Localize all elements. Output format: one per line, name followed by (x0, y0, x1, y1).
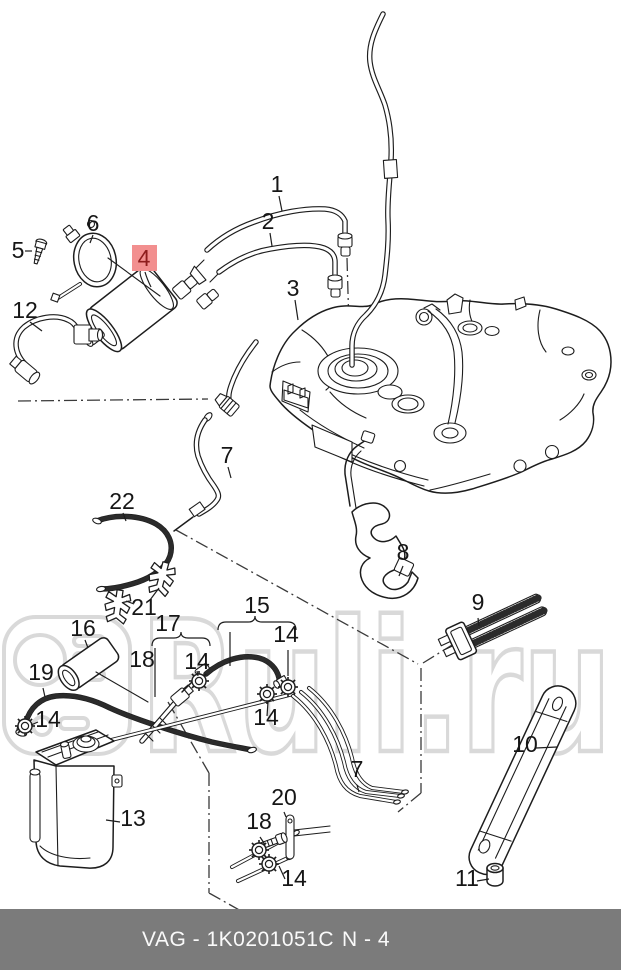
part-label-18a: 18 (129, 646, 155, 672)
page-number: N - 4 (342, 927, 391, 951)
part-label-20: 20 (271, 784, 297, 810)
part-label-3: 3 (287, 275, 300, 301)
retaining-clip-21-icon (101, 587, 133, 626)
part-label-16: 16 (70, 615, 96, 641)
strap-10 (468, 685, 577, 876)
part-label-7a: 7 (221, 442, 234, 468)
fuel-pipe-2 (216, 242, 343, 298)
callouts: 1 2 3 4 5 6 12 7 22 21 16 17 18 14 15 14… (12, 171, 558, 891)
fuel-filter (84, 259, 219, 353)
part-label-17: 17 (155, 610, 181, 636)
fuel-pipe-7-upper (173, 339, 259, 532)
bracket-8 (344, 430, 419, 600)
part-label-11: 11 (455, 865, 479, 891)
footer-bar: VAG - 1K0201051C N - 4 (0, 909, 621, 970)
part-label-19: 19 (28, 659, 54, 685)
hose-clamp-icon (258, 853, 280, 875)
part-label-8: 8 (397, 539, 410, 565)
part-label-9: 9 (472, 589, 485, 615)
tube-16-pointer-line (95, 671, 149, 703)
part-label-22: 22 (109, 488, 135, 514)
fuel-tank (269, 293, 612, 494)
part-label-1: 1 (271, 171, 284, 197)
bottom-pipe-group (230, 814, 331, 883)
filter-clamp (50, 219, 161, 303)
part-code: VAG - 1K0201051C (142, 927, 335, 951)
carbon-canister (29, 729, 123, 869)
hose-12 (9, 314, 104, 385)
vent-pipe-and-bundle-7 (58, 686, 409, 805)
part-label-10: 10 (512, 731, 538, 757)
bolt-11 (486, 862, 504, 887)
part-label-2: 2 (262, 208, 275, 234)
hose-22 (92, 513, 174, 593)
part-label-5: 5 (12, 237, 25, 263)
leader-lines (25, 195, 558, 882)
breather-pipe (349, 11, 399, 368)
part-label-14d: 14 (35, 706, 61, 732)
tube-16 (57, 637, 120, 692)
part-label-14a: 14 (184, 648, 210, 674)
part-label-12: 12 (12, 297, 38, 323)
pipe-1-elbow-fitting (337, 232, 353, 257)
part-label-7b: 7 (351, 756, 364, 782)
part-label-14b: 14 (273, 621, 299, 647)
part-label-6: 6 (87, 210, 100, 236)
part-label-14c: 14 (253, 704, 279, 730)
filter-outlet-fittings (172, 259, 219, 310)
rail-9 (437, 593, 548, 661)
hose-clamp-icon (256, 683, 278, 705)
part-label-18b: 18 (246, 808, 272, 834)
hose-clamp-icon (14, 715, 36, 737)
bracket-20 (285, 814, 331, 860)
pipe-2-elbow-fitting (327, 274, 343, 298)
part-label-21: 21 (131, 594, 157, 620)
fuel-pipe-1 (204, 206, 353, 257)
section-boundary-lines (17, 257, 453, 909)
part-label-14e: 14 (281, 865, 307, 891)
part-label-15: 15 (244, 592, 270, 618)
part-label-4-highlighted[interactable]: 4 (138, 245, 151, 271)
highlighted-part-box[interactable] (132, 245, 157, 271)
screw-5 (33, 238, 48, 265)
part-label-13: 13 (120, 805, 146, 831)
hose-clamp-icon (188, 670, 210, 692)
diagram-canvas: Ruli.ru (2, 11, 614, 909)
hose-clamp-icon (277, 676, 299, 698)
